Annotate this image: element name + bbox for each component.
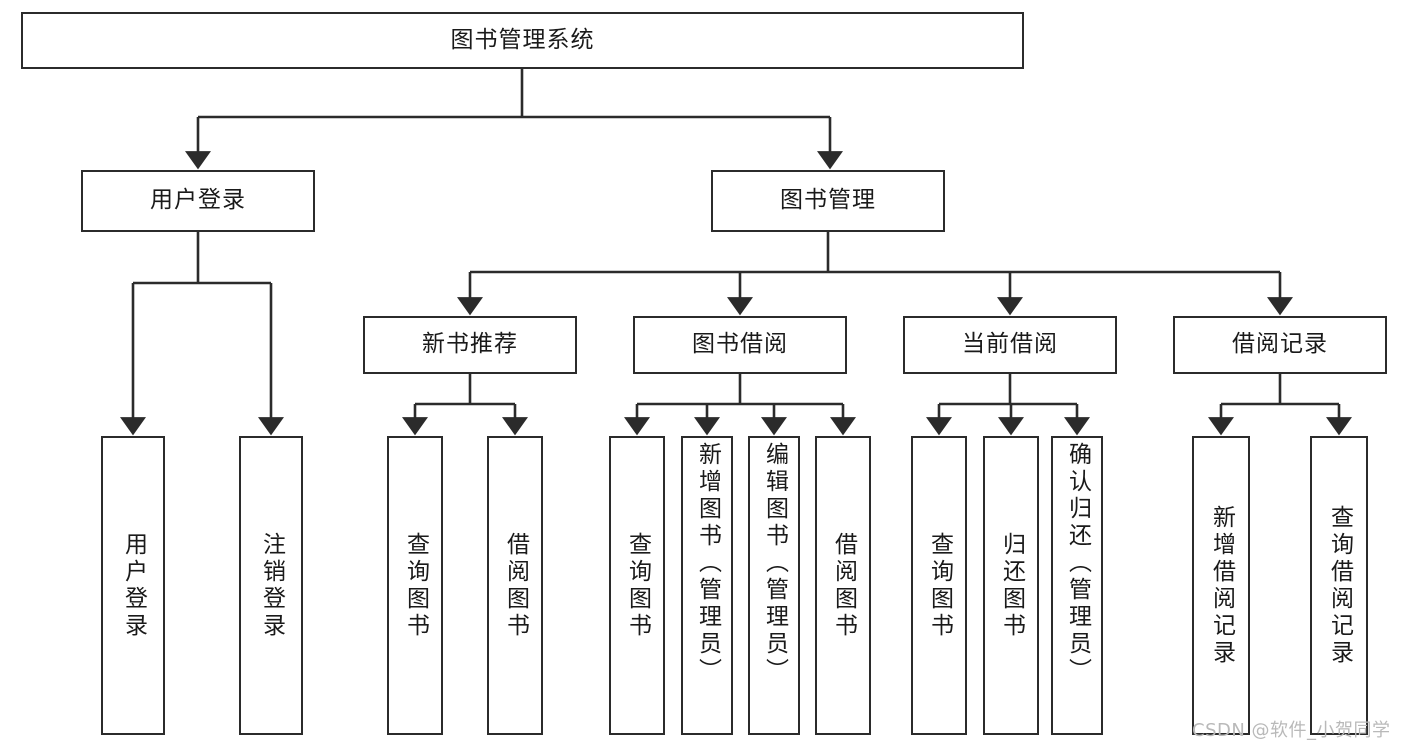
node-leaf-return-book-label: 归还图书: [998, 531, 1025, 640]
node-leaf-borrow-book-2-label: 借阅图书: [830, 531, 857, 640]
node-leaf-query-book-2[interactable]: 查询图书: [609, 436, 665, 735]
node-leaf-query-record[interactable]: 查询借阅记录: [1310, 436, 1368, 735]
node-leaf-query-book-1-label: 查询图书: [402, 531, 429, 640]
node-book-management[interactable]: 图书管理: [711, 170, 945, 232]
node-leaf-user-login-label: 用户登录: [120, 531, 147, 640]
node-leaf-query-record-label: 查询借阅记录: [1326, 504, 1353, 667]
node-leaf-user-login[interactable]: 用户登录: [101, 436, 165, 735]
node-leaf-edit-book[interactable]: 编辑图书（管理员）: [748, 436, 800, 735]
node-leaf-query-book-3[interactable]: 查询图书: [911, 436, 967, 735]
node-leaf-query-book-3-label: 查询图书: [926, 531, 953, 640]
node-leaf-add-book-label: 新增图书（管理员）: [694, 442, 721, 685]
node-user-login[interactable]: 用户登录: [81, 170, 315, 232]
node-leaf-logout-label: 注销登录: [258, 531, 285, 640]
node-leaf-confirm-return[interactable]: 确认归还（管理员）: [1051, 436, 1103, 735]
node-leaf-query-book-1[interactable]: 查询图书: [387, 436, 443, 735]
node-user-login-label: 用户登录: [150, 187, 246, 214]
node-leaf-query-book-2-label: 查询图书: [624, 531, 651, 640]
node-book-borrow[interactable]: 图书借阅: [633, 316, 847, 374]
node-root-label: 图书管理系统: [450, 26, 595, 53]
node-leaf-add-record[interactable]: 新增借阅记录: [1192, 436, 1250, 735]
node-borrow-records[interactable]: 借阅记录: [1173, 316, 1387, 374]
node-current-borrow-label: 当前借阅: [962, 331, 1058, 358]
node-leaf-return-book[interactable]: 归还图书: [983, 436, 1039, 735]
node-leaf-borrow-book-2[interactable]: 借阅图书: [815, 436, 871, 735]
node-current-borrow[interactable]: 当前借阅: [903, 316, 1117, 374]
node-new-book-recommend-label: 新书推荐: [422, 331, 518, 358]
node-leaf-borrow-book-1[interactable]: 借阅图书: [487, 436, 543, 735]
watermark-text: CSDN @软件_小贺同学: [1192, 720, 1391, 741]
node-book-management-label: 图书管理: [780, 187, 876, 214]
node-new-book-recommend[interactable]: 新书推荐: [363, 316, 577, 374]
node-root[interactable]: 图书管理系统: [21, 12, 1024, 69]
node-leaf-logout[interactable]: 注销登录: [239, 436, 303, 735]
node-leaf-borrow-book-1-label: 借阅图书: [502, 531, 529, 640]
node-borrow-records-label: 借阅记录: [1232, 331, 1328, 358]
node-leaf-add-record-label: 新增借阅记录: [1208, 504, 1235, 667]
node-leaf-edit-book-label: 编辑图书（管理员）: [761, 442, 788, 685]
node-leaf-add-book[interactable]: 新增图书（管理员）: [681, 436, 733, 735]
node-book-borrow-label: 图书借阅: [692, 331, 788, 358]
node-leaf-confirm-return-label: 确认归还（管理员）: [1064, 442, 1091, 685]
